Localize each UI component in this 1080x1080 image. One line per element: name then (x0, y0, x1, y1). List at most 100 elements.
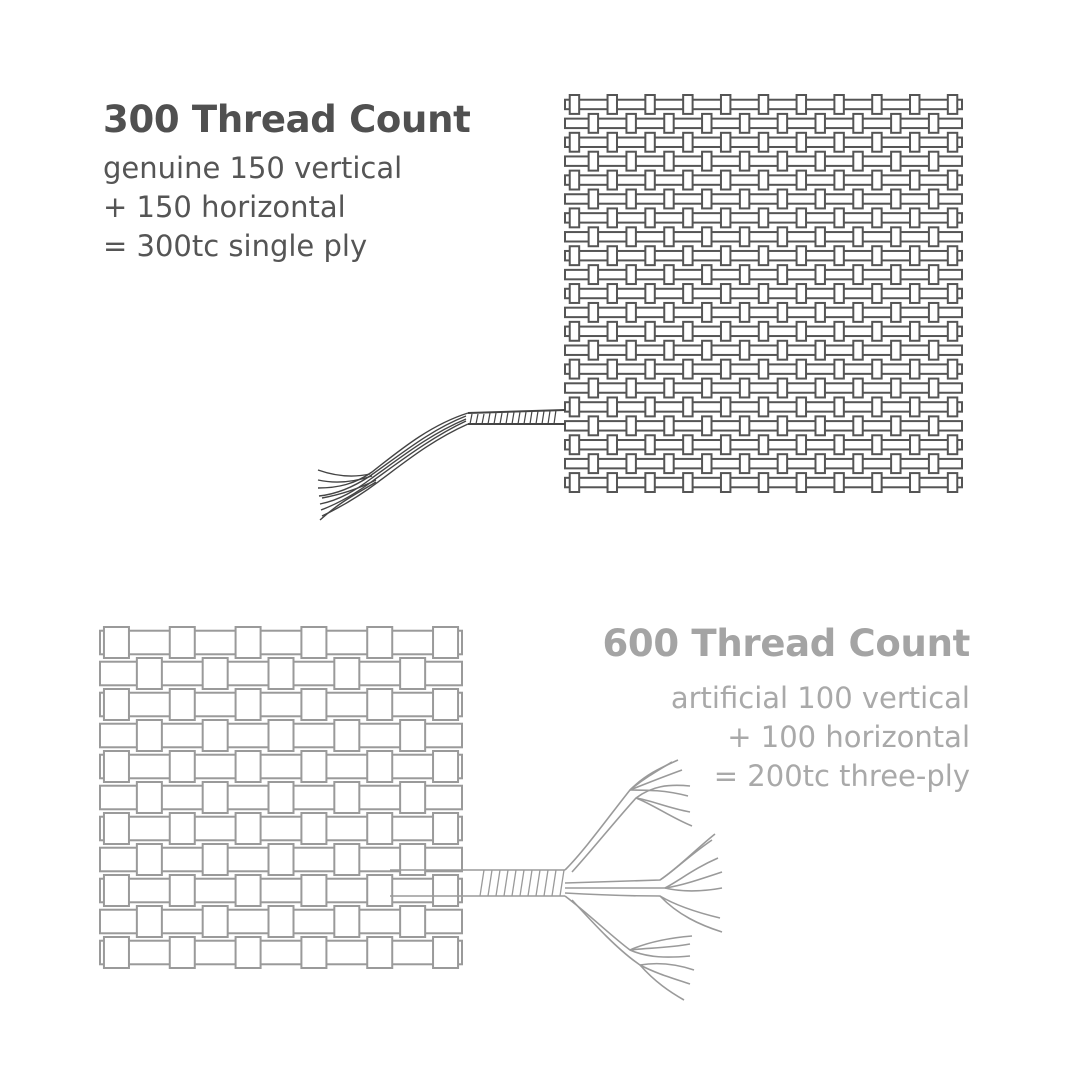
warp-segment (776, 112, 789, 134)
warp-segment (814, 377, 826, 399)
warp-segment (814, 188, 826, 210)
warp-segment (871, 358, 883, 380)
warp-segment (871, 320, 883, 342)
warp-segment (719, 94, 732, 115)
warp-segment (682, 283, 694, 304)
warp-segment (644, 207, 656, 229)
warp-segment (366, 812, 394, 845)
warp-segment (102, 812, 130, 845)
weft-thread (99, 753, 463, 780)
warp-segment (644, 283, 656, 304)
warp-segment (432, 750, 460, 783)
warp-segment (168, 936, 196, 969)
warp-segment (644, 320, 656, 342)
warp-segment (201, 719, 229, 752)
warp-segment (852, 339, 864, 361)
weft-thread (99, 691, 463, 718)
warp-segment (201, 781, 229, 814)
warp-segment (776, 226, 789, 248)
single-ply-weave-grid (564, 94, 963, 494)
warp-segment (644, 358, 656, 380)
warp-segment (927, 188, 940, 210)
warp-segment (890, 226, 902, 248)
warp-segment (644, 245, 656, 267)
warp-segment (625, 415, 637, 437)
weft-thread (564, 420, 963, 432)
warp-segment (719, 283, 732, 304)
warp-segment (568, 320, 581, 342)
warp-segment (234, 688, 262, 721)
warp-segment (946, 472, 959, 494)
warp-segment (663, 150, 675, 172)
weft-thread (564, 231, 963, 243)
warp-segment (606, 320, 618, 342)
warp-segment (757, 245, 770, 267)
warp-segment (719, 207, 732, 229)
warp-segment (587, 226, 600, 248)
warp-segment (890, 150, 902, 172)
warp-segment (663, 188, 675, 210)
warp-segment (399, 657, 427, 690)
warp-segment (946, 358, 959, 380)
warp-segment (833, 207, 845, 229)
warp-segment (568, 358, 581, 380)
warp-segment (890, 188, 902, 210)
warp-segment (909, 472, 921, 494)
warp-segment (201, 657, 229, 690)
warp-segment (568, 472, 581, 494)
warp-segment (909, 245, 921, 267)
warp-segment (300, 750, 328, 783)
warp-segment (399, 781, 427, 814)
warp-segment (267, 843, 295, 876)
warp-segment (757, 131, 770, 153)
bottom-line-3: = 200tc three-ply (713, 759, 970, 793)
warp-segment (890, 264, 902, 286)
warp-segment (644, 472, 656, 494)
warp-segment (701, 226, 713, 248)
warp-segment (852, 264, 864, 286)
warp-segment (814, 415, 826, 437)
warp-segment (168, 874, 196, 907)
warp-segment (300, 936, 328, 969)
warp-segment (852, 188, 864, 210)
warp-segment (946, 207, 959, 229)
warp-segment (795, 131, 808, 153)
warp-segment (946, 245, 959, 267)
warp-segment (625, 188, 637, 210)
warp-segment (701, 453, 713, 475)
warp-segment (738, 453, 751, 475)
warp-segment (568, 434, 581, 456)
warp-segment (366, 874, 394, 907)
warp-segment (625, 453, 637, 475)
warp-segment (757, 283, 770, 304)
warp-segment (168, 626, 196, 659)
warp-segment (587, 150, 600, 172)
warp-segment (168, 750, 196, 783)
warp-segment (663, 264, 675, 286)
warp-segment (814, 339, 826, 361)
warp-segment (795, 207, 808, 229)
warp-segment (757, 472, 770, 494)
warp-segment (663, 453, 675, 475)
warp-segment (366, 626, 394, 659)
warp-segment (927, 112, 940, 134)
warp-segment (333, 781, 361, 814)
warp-segment (625, 112, 637, 134)
weft-thread (564, 344, 963, 356)
warp-segment (366, 688, 394, 721)
warp-segment (267, 657, 295, 690)
warp-segment (568, 207, 581, 229)
warp-segment (719, 358, 732, 380)
warp-segment (682, 434, 694, 456)
warp-segment (852, 453, 864, 475)
bottom-line-2: + 100 horizontal (727, 720, 970, 754)
warp-segment (871, 207, 883, 229)
top-line-3: = 300tc single ply (103, 229, 368, 263)
warp-segment (432, 874, 460, 907)
warp-segment (606, 207, 618, 229)
warp-segment (890, 301, 902, 323)
warp-segment (663, 226, 675, 248)
warp-segment (234, 812, 262, 845)
